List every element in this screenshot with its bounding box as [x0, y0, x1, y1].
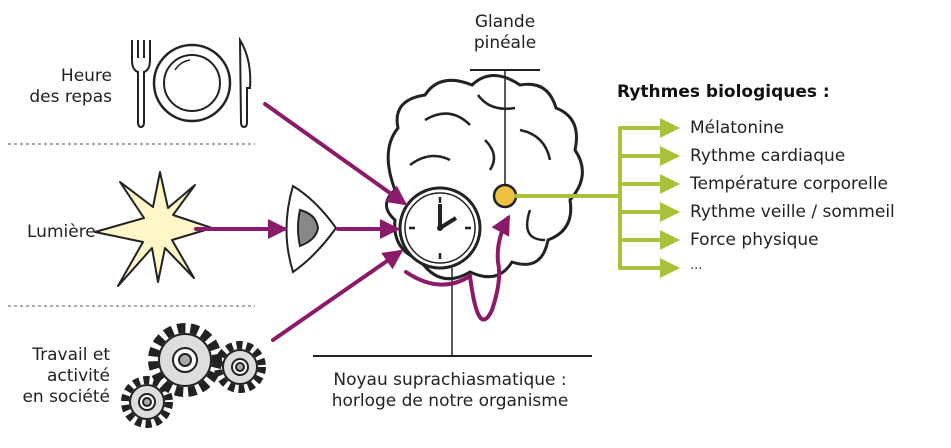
pineal-label: Glande pinéale: [450, 12, 560, 54]
fork-icon: [131, 40, 151, 129]
pineal-gland: [492, 183, 518, 209]
light-star-icon: [94, 171, 213, 287]
scn-label-line-2: horloge de notre organisme: [331, 391, 569, 411]
pineal-label-line-1: Glande: [474, 12, 536, 32]
clock-icon: [398, 186, 482, 270]
rythme-item-5: ...: [690, 258, 703, 273]
gears-icon: [121, 323, 266, 428]
input-arrows: [194, 102, 510, 342]
scn-label: Noyau suprachiasmatique : horloge de not…: [300, 370, 600, 412]
scn-label-line-1: Noyau suprachiasmatique :: [333, 370, 567, 390]
pineal-label-line-2: pinéale: [473, 33, 537, 53]
work-label-line-2: activité: [46, 366, 110, 386]
work-label-line-3: en société: [22, 387, 110, 407]
light-label: Lumière: [27, 222, 96, 242]
meals-label-line-1: Heure: [60, 66, 112, 86]
rythme-item-4: Force physique: [690, 230, 819, 250]
work-label-line-1: Travail et: [32, 345, 110, 365]
meals-label: Heure des repas: [20, 66, 112, 108]
rythmes-title: Rythmes biologiques :: [617, 82, 830, 102]
rythme-item-3: Rythme veille / sommeil: [690, 202, 895, 222]
eye-icon: [285, 184, 338, 274]
knife-icon: [238, 36, 252, 129]
rythme-item-0: Mélatonine: [690, 118, 785, 138]
rythme-item-1: Rythme cardiaque: [690, 146, 846, 166]
arrow-meals: [263, 102, 408, 206]
output-arrows: [514, 118, 680, 278]
plate-icon: [152, 43, 232, 123]
arrow-work: [271, 249, 404, 342]
meals-label-line-2: des repas: [29, 87, 112, 107]
arrow-clock-pineal: [404, 214, 510, 322]
rythme-item-2: Température corporelle: [690, 174, 888, 194]
work-label: Travail et activité en société: [4, 345, 110, 408]
